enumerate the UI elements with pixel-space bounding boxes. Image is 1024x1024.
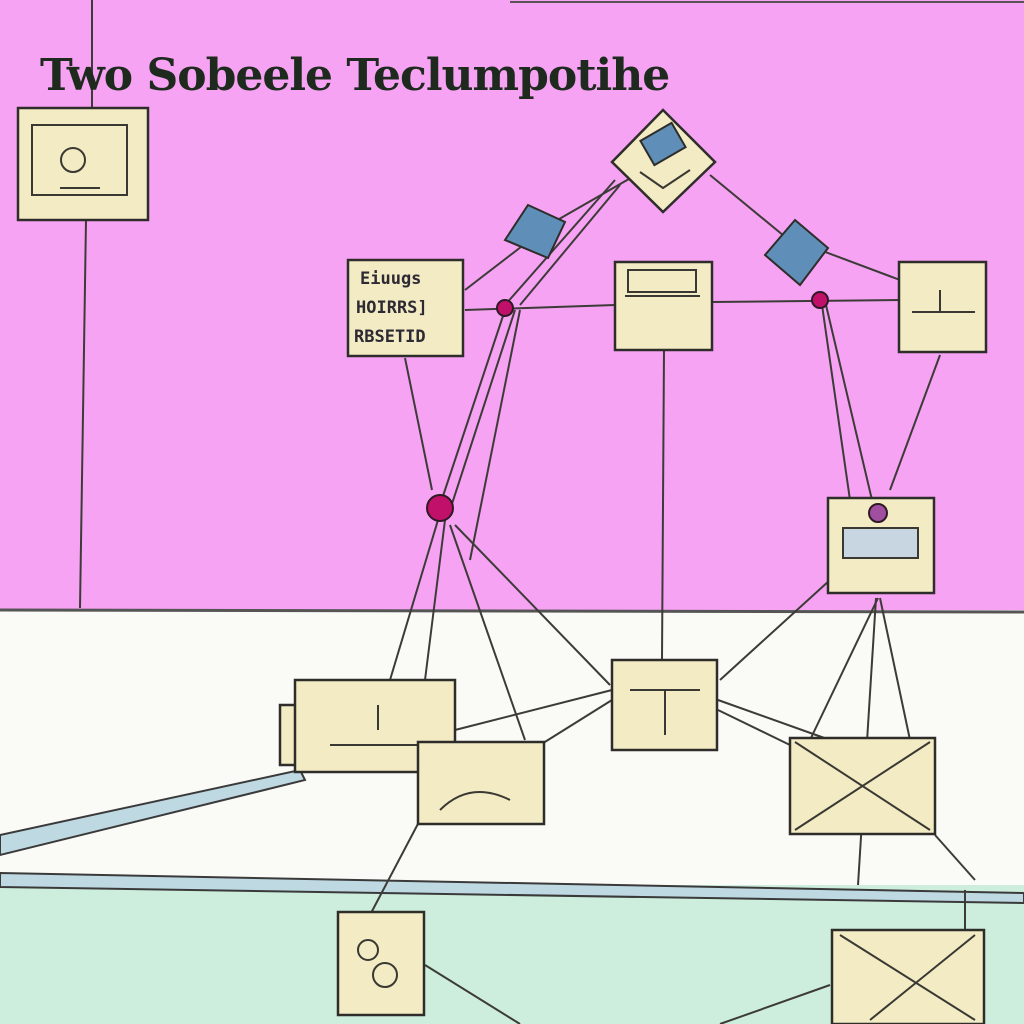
node-crossed-right <box>788 736 937 836</box>
node-chip-left <box>503 203 567 260</box>
label-line-3: RBSETID <box>354 327 426 347</box>
label-line-1: Eiuugs <box>360 269 421 289</box>
node-top-diamond <box>610 108 717 214</box>
node-monitor <box>16 106 150 222</box>
node-server <box>826 496 936 595</box>
node-center-lower <box>610 658 719 752</box>
junction-dot <box>426 494 454 522</box>
node-bottom-right <box>830 928 986 1024</box>
diagram-title: Two Sobeele Teclumpotihe <box>40 50 669 101</box>
node-lower-mid <box>416 740 546 826</box>
junction-dot <box>496 299 514 317</box>
label-line-2: HOIRRS] <box>356 298 428 318</box>
edge <box>79 219 87 609</box>
pipe-bottom <box>0 871 1024 905</box>
node-chip-right <box>763 218 830 287</box>
edges <box>369 159 976 1024</box>
node-center-top <box>613 260 714 352</box>
band-divider <box>0 608 1024 614</box>
pipe-left <box>0 768 307 857</box>
node-label-box: Eiuugs HOIRRS] RBSETID <box>346 258 465 358</box>
node-bottom-left <box>336 910 426 1017</box>
junction-dot <box>811 291 829 309</box>
node-right-top <box>897 260 988 354</box>
